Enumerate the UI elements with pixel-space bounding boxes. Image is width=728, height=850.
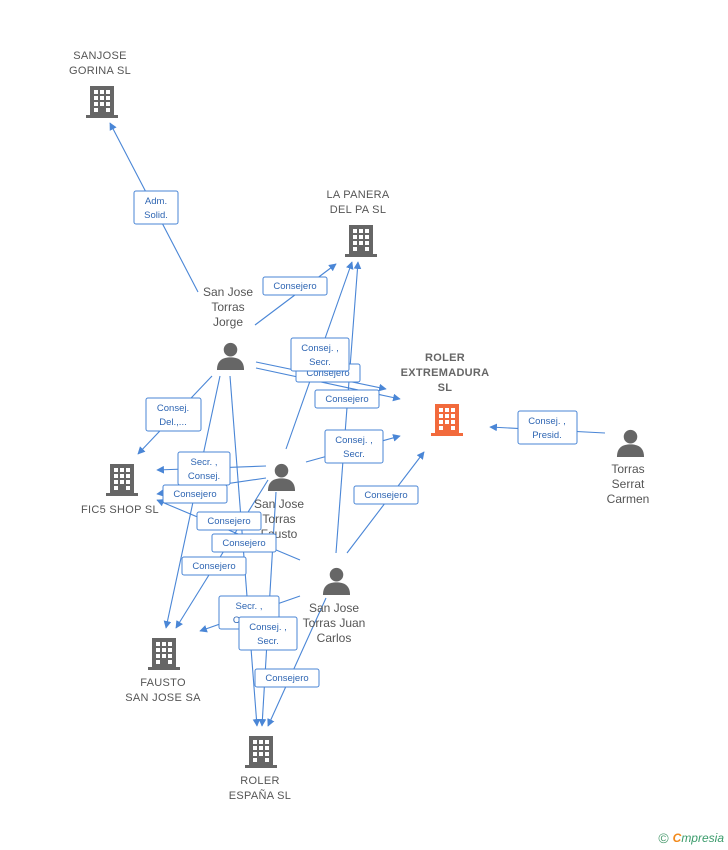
role-label[interactable]: Adm. Solid.	[133, 190, 179, 225]
company-name-line: SANJOSE	[73, 50, 126, 62]
companies: SANJOSE GORINA SL LA PANERA DEL PA SL RO…	[69, 50, 489, 802]
company-roler-extremadura[interactable]: ROLER EXTREMADURA SL	[401, 352, 490, 436]
person-name-line: Serrat	[612, 477, 645, 491]
person-name-line: Carlos	[317, 631, 352, 645]
role-label[interactable]: Consejero	[353, 485, 419, 505]
person-icon	[267, 463, 296, 491]
role-label-line: Presid.	[532, 430, 562, 441]
role-label[interactable]: Consej. Del.,...	[145, 397, 202, 432]
person-name-line: Carmen	[607, 492, 650, 506]
role-label-line: Consej. ,	[335, 435, 373, 446]
edge-labels: Adm. Solid. Consejero Consejero Consej. …	[133, 190, 578, 688]
company-name-line: FAUSTO	[140, 677, 186, 689]
building-icon	[106, 464, 138, 496]
person-juan-carlos[interactable]: San Jose Torras Juan Carlos	[303, 567, 366, 645]
role-label[interactable]: Consejero	[262, 276, 328, 296]
copyright-icon: ©	[658, 830, 669, 846]
person-name-line: Torras	[611, 462, 644, 476]
company-fausto-san-jose[interactable]: FAUSTO SAN JOSE SA	[125, 638, 201, 704]
company-name-line: FIC5 SHOP SL	[81, 504, 159, 516]
role-label-line: Secr.	[257, 636, 279, 647]
person-name-line: Torras	[262, 512, 295, 526]
role-label-line: Consejero	[325, 394, 368, 405]
role-label-line: Consej. ,	[249, 622, 287, 633]
role-label[interactable]: Consejero	[211, 533, 277, 553]
role-label-line: Consejero	[222, 538, 265, 549]
person-name-line: San Jose	[254, 497, 304, 511]
company-name-line: SAN JOSE SA	[125, 692, 201, 704]
person-icon	[616, 429, 645, 457]
person-name-line: San Jose	[203, 285, 253, 299]
person-name-line: Torras Juan	[303, 616, 366, 630]
role-label-line: Consejero	[265, 673, 308, 684]
company-name-line: ROLER	[425, 352, 465, 364]
role-label-line: Consej.	[188, 471, 220, 482]
role-label[interactable]: Consejero	[196, 511, 262, 531]
company-name-line: DEL PA SL	[330, 204, 387, 216]
role-label-line: Secr.	[309, 357, 331, 368]
footer-brand[interactable]: © Cmpresia	[658, 830, 724, 846]
building-icon	[345, 225, 377, 257]
role-label-line: Secr.	[343, 449, 365, 460]
company-sanjose-gorina[interactable]: SANJOSE GORINA SL	[69, 50, 131, 118]
role-label[interactable]: Consejero	[254, 668, 320, 688]
brand-initial: C	[672, 831, 682, 845]
person-carmen[interactable]: Torras Serrat Carmen	[607, 429, 650, 506]
role-label-line: Del.,...	[159, 417, 186, 428]
role-label[interactable]: Consejero	[314, 389, 380, 409]
role-label-line: Consejero	[273, 281, 316, 292]
role-label[interactable]: Consej. , Secr.	[290, 337, 350, 372]
role-label[interactable]: Consej. , Secr.	[324, 429, 384, 464]
brand-logo: Cmpresia	[673, 831, 724, 845]
role-label[interactable]: Consej. , Presid.	[517, 410, 578, 445]
company-name-line: ESPAÑA SL	[229, 789, 291, 802]
edge-juan-carlos-roler-espana	[267, 597, 327, 727]
company-name-line: EXTREMADURA	[401, 367, 490, 379]
role-label-line: Consej. ,	[301, 343, 339, 354]
role-label-line: Adm.	[145, 196, 167, 207]
building-icon	[148, 638, 180, 670]
role-label-line: Secr. ,	[236, 601, 263, 612]
company-roler-espana[interactable]: ROLER ESPAÑA SL	[229, 736, 291, 802]
role-label-line: Consejero	[306, 368, 349, 379]
person-jorge[interactable]: San Jose Torras Jorge	[203, 285, 253, 370]
role-label[interactable]: Consej. , Secr.	[238, 616, 298, 651]
company-fic5-shop[interactable]: FIC5 SHOP SL	[81, 464, 159, 516]
role-label-line: Consejero	[173, 489, 216, 500]
person-icon	[216, 342, 245, 370]
person-name-line: San Jose	[309, 601, 359, 615]
person-name-line: Torras	[211, 300, 244, 314]
company-name-line: GORINA SL	[69, 65, 131, 77]
role-label[interactable]: Consejero	[162, 484, 228, 504]
person-fausto[interactable]: San Jose Torras Fausto	[254, 463, 304, 541]
person-name-line: Jorge	[213, 315, 243, 329]
company-name-line: SL	[438, 382, 453, 394]
brand-rest: mpresia	[681, 831, 724, 845]
role-label[interactable]: Consejero	[181, 556, 247, 576]
company-la-panera[interactable]: LA PANERA DEL PA SL	[326, 189, 390, 257]
role-label-line: Solid.	[144, 210, 168, 221]
role-label[interactable]: Secr. , Consej.	[177, 451, 231, 486]
company-name-line: LA PANERA	[326, 189, 389, 201]
building-icon	[86, 86, 118, 118]
company-name-line: ROLER	[240, 775, 279, 787]
role-label-line: Consejero	[364, 490, 407, 501]
role-label-line: Consej.	[157, 403, 189, 414]
person-icon	[322, 567, 351, 595]
building-icon	[431, 404, 463, 436]
role-label-line: Secr. ,	[191, 457, 218, 468]
role-label-line: Consejero	[207, 516, 250, 527]
building-icon	[245, 736, 277, 768]
edge-jorge-fausto-sa-b	[175, 479, 269, 629]
role-label-line: Consejero	[192, 561, 235, 572]
people: San Jose Torras Jorge San Jose Torras Fa…	[203, 285, 649, 645]
role-label-line: Consej. ,	[528, 416, 566, 427]
